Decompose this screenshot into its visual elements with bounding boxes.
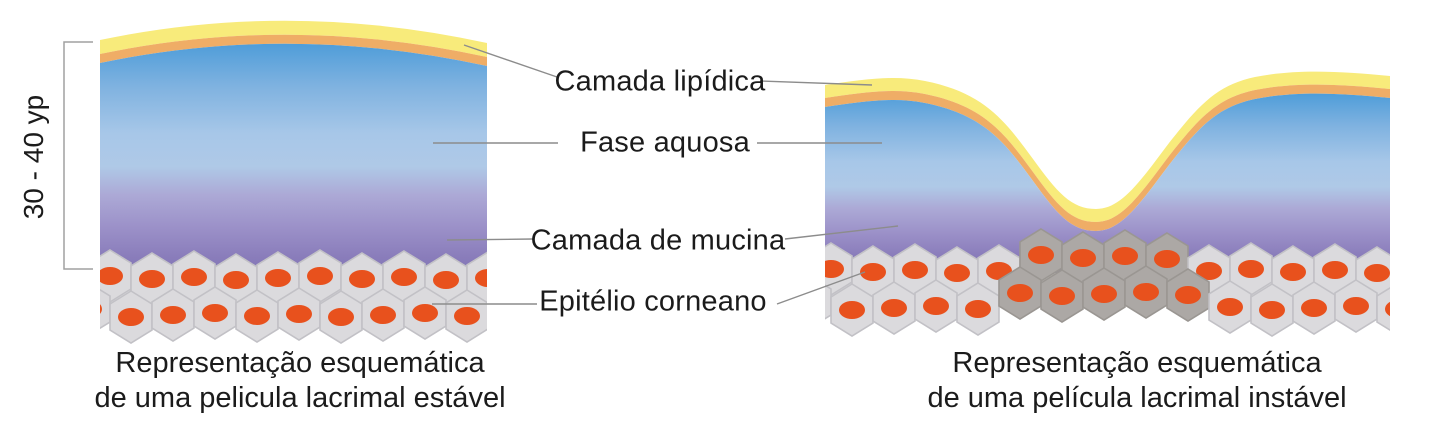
cell-nucleus	[1091, 285, 1117, 303]
thickness-label: 30 - 40 yp	[18, 94, 49, 220]
lipid-layer-orange	[100, 34, 487, 66]
cell-nucleus	[118, 308, 144, 326]
cell-nucleus	[1259, 301, 1285, 319]
caption-line-1: Representação esquemática	[952, 347, 1322, 379]
lipid-layer-yellow	[825, 71, 1390, 223]
cell-nucleus	[202, 304, 228, 322]
label-lipid-layer: Camada lipídica	[554, 65, 766, 98]
cell-nucleus	[839, 301, 865, 319]
cell-nucleus	[328, 308, 354, 326]
caption-line-2: de uma película lacrimal instável	[927, 382, 1347, 414]
cell-nucleus	[1007, 284, 1033, 302]
cell-nucleus	[181, 268, 207, 286]
cell-nucleus	[1343, 297, 1369, 315]
cell-nucleus	[307, 267, 333, 285]
cell-nucleus	[100, 304, 102, 314]
caption-unstable-film: Representação esquemática de uma películ…	[927, 346, 1346, 416]
cell-nucleus	[1322, 261, 1348, 279]
cell-nucleus	[412, 304, 438, 322]
cell-nucleus	[1385, 301, 1390, 317]
cell-nucleus	[881, 299, 907, 317]
cell-nucleus	[454, 307, 480, 325]
cell-nucleus	[100, 267, 123, 285]
aqueous-mucin-layer	[100, 43, 487, 280]
cell-nucleus	[475, 269, 487, 287]
cell-nucleus	[349, 270, 375, 288]
caption-stable-film: Representação esquemática de uma pelicul…	[94, 346, 505, 416]
cell-nucleus	[1028, 246, 1054, 264]
cell-nucleus	[1301, 299, 1327, 317]
cell-nucleus	[160, 306, 186, 324]
label-aqueous-phase: Fase aquosa	[580, 126, 750, 159]
cell-nucleus	[223, 271, 249, 289]
cell-nucleus	[265, 269, 291, 287]
cell-nucleus	[370, 306, 396, 324]
cell-nucleus	[860, 263, 886, 281]
cell-nucleus	[1070, 249, 1096, 267]
caption-line-1: Representação esquemática	[115, 347, 485, 379]
cell-nucleus	[1217, 298, 1243, 316]
cell-nucleus	[1364, 264, 1390, 282]
cell-nucleus	[1196, 262, 1222, 280]
cell-nucleus	[286, 305, 312, 323]
thickness-bracket	[63, 41, 93, 270]
cell-nucleus	[1112, 247, 1138, 265]
cell-nucleus	[391, 268, 417, 286]
aqueous-mucin-layer	[825, 93, 1390, 274]
epithelial-cell	[100, 288, 111, 330]
lipid-layer-orange	[825, 84, 1390, 232]
cell-nucleus	[1238, 260, 1264, 278]
epithelial-cell	[1376, 287, 1390, 331]
unstable-film-panel	[825, 71, 1390, 337]
corneal-epithelium-cells	[825, 228, 1390, 337]
label-mucin-layer: Camada de mucina	[530, 224, 786, 257]
cell-nucleus	[944, 264, 970, 282]
lipid-layer-yellow	[100, 20, 487, 57]
caption-line-2: de uma pelicula lacrimal estável	[94, 382, 506, 414]
cell-nucleus	[923, 297, 949, 315]
stable-film-panel	[100, 20, 487, 344]
label-corneal-epithelium: Epitélio corneano	[539, 285, 767, 318]
cell-nucleus	[1133, 283, 1159, 301]
cell-nucleus	[902, 261, 928, 279]
cell-nucleus	[1049, 287, 1075, 305]
cell-nucleus	[244, 307, 270, 325]
cell-nucleus	[1154, 250, 1180, 268]
cell-nucleus	[139, 270, 165, 288]
cell-nucleus	[965, 300, 991, 318]
cell-nucleus	[433, 271, 459, 289]
cell-nucleus	[1175, 286, 1201, 304]
cell-nucleus	[1280, 263, 1306, 281]
corneal-epithelium-cells	[100, 249, 487, 344]
